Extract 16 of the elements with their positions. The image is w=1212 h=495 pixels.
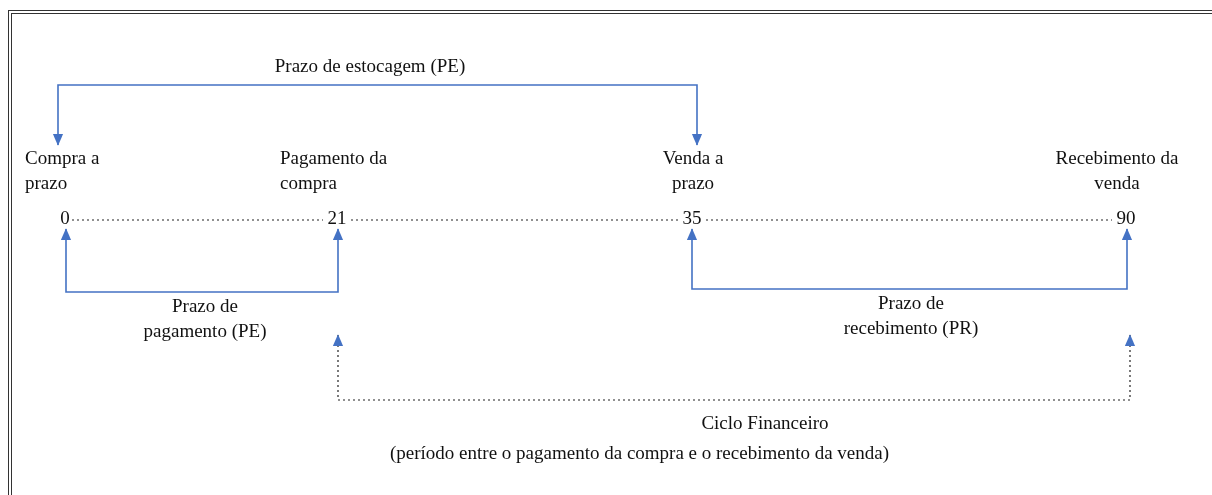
day-number: 35 — [678, 205, 706, 230]
bracket-arrow — [332, 334, 1136, 401]
day-number: 21 — [323, 205, 351, 230]
event-label: Pagamento da compra — [280, 145, 398, 195]
event-label: Compra a prazo — [25, 145, 115, 195]
bracket-arrow — [52, 84, 703, 146]
day-number: 90 — [1112, 205, 1140, 230]
day-number: 0 — [58, 205, 72, 230]
timeline-dotted-line — [71, 219, 324, 221]
event-label: Recebimento da venda — [1046, 145, 1188, 195]
event-label: Venda a prazo — [652, 145, 734, 195]
bracket-arrow — [686, 228, 1133, 290]
bracket-arrow — [60, 228, 344, 293]
note-text: (período entre o pagamento da compra e o recebimento da venda) — [390, 441, 890, 465]
timeline-dotted-line — [705, 219, 1113, 221]
timeline-dotted-line — [350, 219, 679, 221]
